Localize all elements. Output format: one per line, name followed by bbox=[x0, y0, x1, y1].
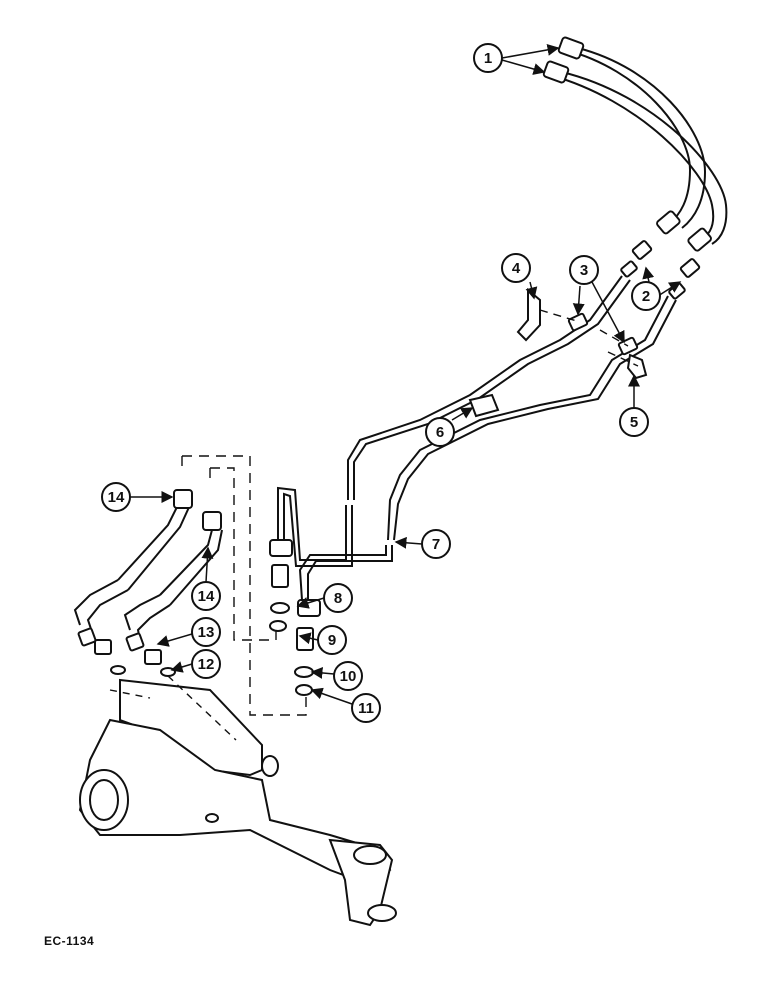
callout-7: 7 bbox=[421, 529, 451, 559]
callout-13: 13 bbox=[191, 617, 221, 647]
callout-3: 3 bbox=[569, 255, 599, 285]
rigid-pipes bbox=[277, 275, 677, 601]
lower-hoses bbox=[73, 504, 223, 641]
port-guide-lines bbox=[109, 675, 237, 741]
callout-14-upper: 14 bbox=[101, 482, 131, 512]
pipe-clamps bbox=[468, 287, 648, 418]
axle-cylinder-assembly bbox=[78, 678, 397, 927]
callout-9: 9 bbox=[317, 625, 347, 655]
callout-11-label: 11 bbox=[358, 700, 374, 717]
callout-14-lower-label: 14 bbox=[198, 588, 215, 605]
callout-6-label: 6 bbox=[436, 424, 444, 441]
clamp-guide-lines bbox=[539, 309, 639, 367]
callout-11: 11 bbox=[351, 693, 381, 723]
callout-1: 1 bbox=[473, 43, 503, 73]
callout-8: 8 bbox=[323, 583, 353, 613]
callout-6: 6 bbox=[425, 417, 455, 447]
callout-8-label: 8 bbox=[334, 590, 342, 607]
callout-group: 1 2 3 4 5 6 7 8 9 10 11 12 13 14 14 bbox=[101, 43, 661, 723]
callout-7-label: 7 bbox=[432, 536, 440, 553]
callout-10-label: 10 bbox=[340, 668, 357, 685]
callout-14-lower: 14 bbox=[191, 581, 221, 611]
callout-5-label: 5 bbox=[630, 414, 638, 431]
callout-4-label: 4 bbox=[512, 260, 521, 277]
hose-end-fittings bbox=[542, 36, 712, 252]
callout-3-label: 3 bbox=[580, 262, 588, 279]
callout-2: 2 bbox=[631, 281, 661, 311]
callout-14-upper-label: 14 bbox=[108, 489, 125, 506]
dashed-guide-frames bbox=[181, 455, 307, 716]
callout-12: 12 bbox=[191, 649, 221, 679]
document-code: EC-1134 bbox=[44, 934, 95, 948]
callout-12-label: 12 bbox=[198, 656, 215, 673]
callout-1-label: 1 bbox=[484, 50, 492, 67]
callout-10: 10 bbox=[333, 661, 363, 691]
callout-5: 5 bbox=[619, 407, 649, 437]
callout-4: 4 bbox=[501, 253, 531, 283]
callout-9-label: 9 bbox=[328, 632, 336, 649]
leader-lines bbox=[130, 43, 682, 705]
flexible-hoses bbox=[549, 47, 728, 245]
lower-hose-fittings bbox=[77, 489, 222, 677]
callout-13-label: 13 bbox=[198, 624, 215, 641]
callout-2-label: 2 bbox=[642, 288, 650, 305]
